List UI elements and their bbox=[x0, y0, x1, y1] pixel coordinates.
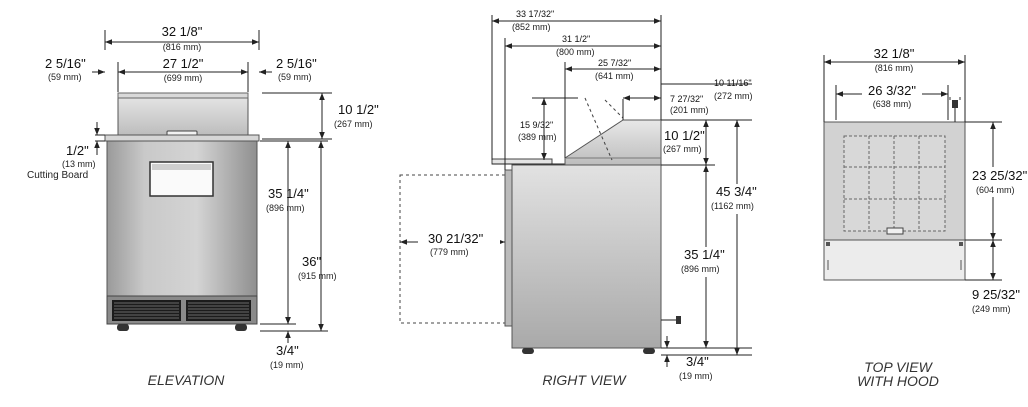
elev-caster-height-mm: (19 mm) bbox=[270, 360, 304, 370]
elev-right-offset-mm: (59 mm) bbox=[278, 72, 312, 82]
elevation-caption: ELEVATION bbox=[148, 372, 226, 388]
cutting-board bbox=[104, 134, 260, 142]
side-hood-lid-mm: (201 mm) bbox=[670, 105, 709, 115]
right-view: 33 17/32" (852 mm) 31 1/2" (800 mm) 25 7… bbox=[399, 9, 766, 388]
top-overall-width: 32 1/8" bbox=[874, 46, 915, 61]
caster-right bbox=[235, 324, 247, 331]
side-depth-overall: 33 17/32" bbox=[516, 9, 554, 19]
side-hood-lid: 7 27/32" bbox=[670, 94, 703, 104]
side-lid-open: 15 9/32" bbox=[520, 120, 553, 130]
elevation-view: 32 1/8" (816 mm) 27 1/2" (699 mm) 2 5/16… bbox=[27, 24, 379, 388]
side-depth-hood: 25 7/32" bbox=[598, 58, 631, 68]
side-hood-top: 10 11/16" bbox=[714, 78, 752, 88]
elev-overall-width: 32 1/8" bbox=[162, 24, 203, 39]
door-swing-outline bbox=[399, 174, 506, 324]
top-view-caption-line2: WITH HOOD bbox=[857, 373, 939, 389]
elev-hood-height: 10 1/2" bbox=[338, 102, 379, 117]
side-overall-height-mm: (1162 mm) bbox=[711, 201, 754, 211]
top-pan-depth-mm: (604 mm) bbox=[976, 185, 1015, 195]
side-door-swing-mm: (779 mm) bbox=[430, 247, 469, 257]
elev-caster-height: 3/4" bbox=[276, 343, 299, 358]
elev-total-height-mm: (915 mm) bbox=[298, 271, 337, 281]
side-cutting-board bbox=[491, 158, 553, 165]
elev-board-label: Cutting Board bbox=[27, 170, 88, 181]
elev-hood-height-mm: (267 mm) bbox=[334, 119, 373, 129]
side-hood bbox=[564, 119, 662, 166]
top-hood-width: 26 3/32" bbox=[868, 83, 916, 98]
top-pan-depth: 23 25/32" bbox=[972, 168, 1028, 183]
side-hood-top-mm: (272 mm) bbox=[714, 91, 753, 101]
elev-board-thickness-mm: (13 mm) bbox=[62, 159, 96, 169]
elev-right-offset: 2 5/16" bbox=[276, 56, 317, 71]
top-view-caption-line1: TOP VIEW bbox=[864, 359, 933, 375]
caster-left bbox=[117, 324, 129, 331]
elev-left-offset: 2 5/16" bbox=[45, 56, 86, 71]
elevation-hood bbox=[117, 92, 249, 136]
side-depth-body-mm: (800 mm) bbox=[556, 47, 595, 57]
side-work-height: 35 1/4" bbox=[684, 247, 725, 262]
top-hood-width-mm: (638 mm) bbox=[873, 99, 912, 109]
side-work-height-mm: (896 mm) bbox=[681, 264, 720, 274]
side-cabinet bbox=[511, 164, 662, 349]
elev-board-thickness: 1/2" bbox=[66, 143, 89, 158]
top-overall-width-mm: (816 mm) bbox=[875, 63, 914, 73]
side-caster-left bbox=[522, 348, 534, 354]
top-cutting-board bbox=[823, 239, 966, 281]
top-front-depth-mm: (249 mm) bbox=[972, 304, 1011, 314]
elev-overall-width-mm: (816 mm) bbox=[163, 42, 202, 52]
right-view-caption: RIGHT VIEW bbox=[542, 372, 627, 388]
top-view: 32 1/8" (816 mm) 26 3/32" (638 mm) 23 25… bbox=[823, 46, 1028, 389]
top-front-depth: 9 25/32" bbox=[972, 287, 1020, 302]
side-hood-height: 10 1/2" bbox=[664, 128, 705, 143]
side-overall-height: 45 3/4" bbox=[716, 184, 757, 199]
side-lid-open-mm: (389 mm) bbox=[518, 132, 557, 142]
door-edge bbox=[504, 169, 513, 327]
side-caster-height: 3/4" bbox=[686, 354, 709, 369]
elev-hood-width: 27 1/2" bbox=[163, 56, 204, 71]
side-depth-hood-mm: (641 mm) bbox=[595, 71, 634, 81]
elev-hood-width-mm: (699 mm) bbox=[164, 73, 203, 83]
elev-total-height: 36" bbox=[302, 254, 321, 269]
side-caster-right bbox=[643, 348, 655, 354]
elev-work-height-mm: (896 mm) bbox=[266, 203, 305, 213]
elev-work-height: 35 1/4" bbox=[268, 186, 309, 201]
side-depth-overall-mm: (852 mm) bbox=[512, 22, 551, 32]
side-caster-height-mm: (19 mm) bbox=[679, 371, 713, 381]
elev-left-offset-mm: (59 mm) bbox=[48, 72, 82, 82]
side-hood-height-mm: (267 mm) bbox=[663, 144, 702, 154]
side-depth-body: 31 1/2" bbox=[562, 34, 590, 44]
top-hood-handle bbox=[886, 227, 904, 235]
side-door-swing: 30 21/32" bbox=[428, 231, 484, 246]
